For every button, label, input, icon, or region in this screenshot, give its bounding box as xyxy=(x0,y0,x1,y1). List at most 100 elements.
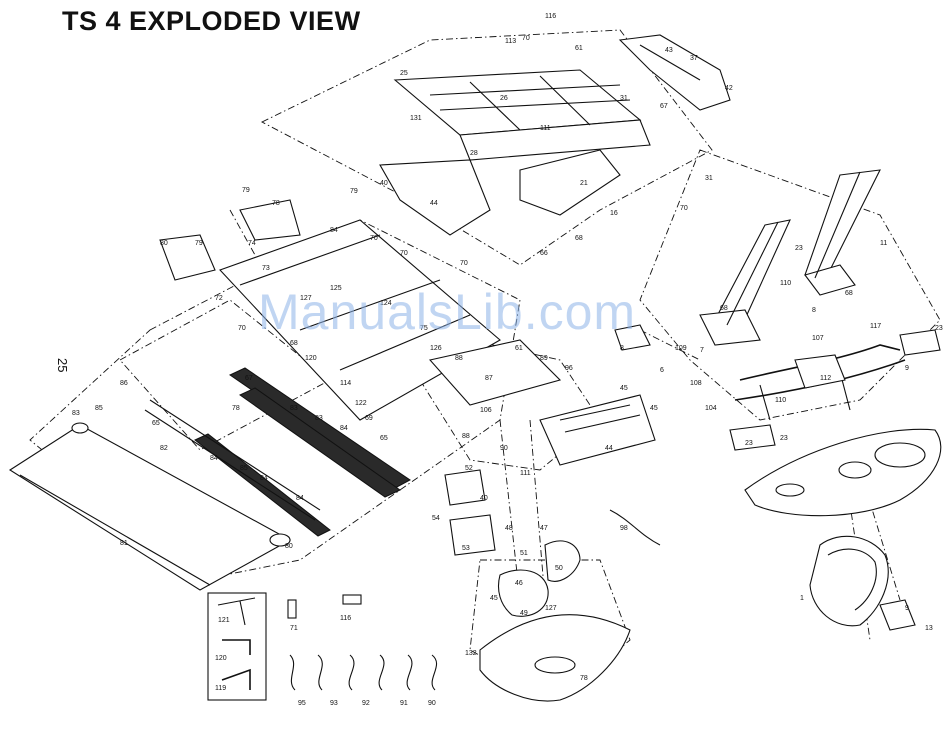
part-label: 70 xyxy=(400,250,408,257)
part-label: 28 xyxy=(470,150,478,157)
part-label: 49 xyxy=(520,610,528,617)
part-label: 114 xyxy=(340,380,351,387)
part-label: 25 xyxy=(400,70,408,77)
part-label: 125 xyxy=(330,285,342,292)
part-label: 40 xyxy=(380,180,388,187)
cable-set xyxy=(289,654,438,691)
part-label: 88 xyxy=(455,355,463,362)
part-label: 47 xyxy=(540,525,548,532)
side-rails xyxy=(144,367,411,537)
guide-line-6 xyxy=(229,209,281,301)
part-label: 132 xyxy=(465,650,477,657)
part-label: 31 xyxy=(705,175,713,182)
part-label: 73 xyxy=(262,265,270,272)
part-label: 107 xyxy=(812,335,824,342)
part-label: 110 xyxy=(775,397,786,404)
guide-line-4 xyxy=(859,469,901,601)
part-label: 23 xyxy=(780,435,788,442)
part-label: 65 xyxy=(380,435,388,442)
part-label: 69 xyxy=(365,415,373,422)
part-label: 54 xyxy=(432,515,440,522)
part-label: 112 xyxy=(820,375,831,382)
deck-boundary xyxy=(29,219,521,581)
console-arm xyxy=(734,344,906,421)
part-label: 42 xyxy=(725,85,733,92)
part-number-labels: 116 113 43 42 25 131 26 28 40 44 111 31 … xyxy=(72,13,943,707)
part-label: 9 xyxy=(905,365,909,372)
part-label: 84 xyxy=(340,425,348,432)
motor-hood xyxy=(479,614,631,702)
part-label: 84 xyxy=(260,475,268,482)
part-label: 9 xyxy=(905,605,909,612)
part-label: 116 xyxy=(545,13,556,20)
part-label: 90 xyxy=(428,700,436,707)
handle-bar-right xyxy=(618,34,731,111)
part-label: 104 xyxy=(705,405,717,412)
part-label: 120 xyxy=(215,655,227,662)
part-label: 6 xyxy=(660,367,664,374)
part-label: 23 xyxy=(745,440,753,447)
part-label: 48 xyxy=(505,525,513,532)
part-label: 26 xyxy=(500,95,508,102)
part-label: 61 xyxy=(515,345,523,352)
part-label: 44 xyxy=(605,445,613,452)
part-label: 78 xyxy=(232,405,240,412)
part-label: 7 xyxy=(700,347,704,354)
part-label: 45 xyxy=(620,385,628,392)
part-label: 113 xyxy=(505,38,516,45)
watermark: ManualsLib.com xyxy=(258,284,637,340)
part-label: 79 xyxy=(350,188,358,195)
part-label: 70 xyxy=(680,205,688,212)
part-label: 83 xyxy=(72,410,80,417)
part-label: 66 xyxy=(540,250,548,257)
part-label: 119 xyxy=(215,685,226,692)
part-label: 31 xyxy=(620,95,628,102)
part-label: 8 xyxy=(812,307,816,314)
part-label: 44 xyxy=(430,200,438,207)
part-label: 52 xyxy=(465,465,473,472)
part-label: 78 xyxy=(272,200,280,207)
part-label: 79 xyxy=(242,187,250,194)
part-label: 51 xyxy=(520,550,528,557)
part-label: 21 xyxy=(580,180,588,187)
part-label: 83 xyxy=(315,415,323,422)
part-label: 78 xyxy=(580,675,588,682)
part-label: 23 xyxy=(795,245,803,252)
part-label: 116 xyxy=(340,615,351,622)
motor-assembly xyxy=(428,339,661,617)
part-label: 68 xyxy=(720,305,728,312)
part-label: 117 xyxy=(870,323,881,330)
part-label: 67 xyxy=(660,103,668,110)
part-label: 1 xyxy=(800,595,804,602)
part-label: 81 xyxy=(120,540,128,547)
part-label: 45 xyxy=(650,405,658,412)
part-label: 88 xyxy=(462,433,470,440)
part-label: 127 xyxy=(545,605,557,612)
part-label: 90 xyxy=(500,445,508,452)
part-label: 124 xyxy=(380,300,392,307)
part-label: 111 xyxy=(520,470,531,477)
part-label: 89 xyxy=(540,355,548,362)
part-label: 98 xyxy=(620,525,628,532)
part-label: 106 xyxy=(480,407,492,414)
part-label: 85 xyxy=(95,405,103,412)
part-label: 84 xyxy=(210,455,218,462)
part-label: 82 xyxy=(160,445,168,452)
part-label: 120 xyxy=(305,355,317,362)
part-label: 72 xyxy=(215,295,223,302)
part-label: 87 xyxy=(485,375,493,382)
part-label: 74 xyxy=(248,240,256,247)
part-label: 53 xyxy=(462,545,470,552)
part-label: 85 xyxy=(240,465,248,472)
part-label: 37 xyxy=(690,55,698,62)
part-label: 109 xyxy=(675,345,687,352)
part-label: 84 xyxy=(296,495,304,502)
part-label: 70 xyxy=(522,35,530,42)
part-label: 121 xyxy=(218,617,230,624)
part-label: 65 xyxy=(152,420,160,427)
part-label: 79 xyxy=(195,240,203,247)
console-panel xyxy=(809,535,916,631)
part-label: 71 xyxy=(290,625,298,632)
part-label: 127 xyxy=(300,295,312,302)
